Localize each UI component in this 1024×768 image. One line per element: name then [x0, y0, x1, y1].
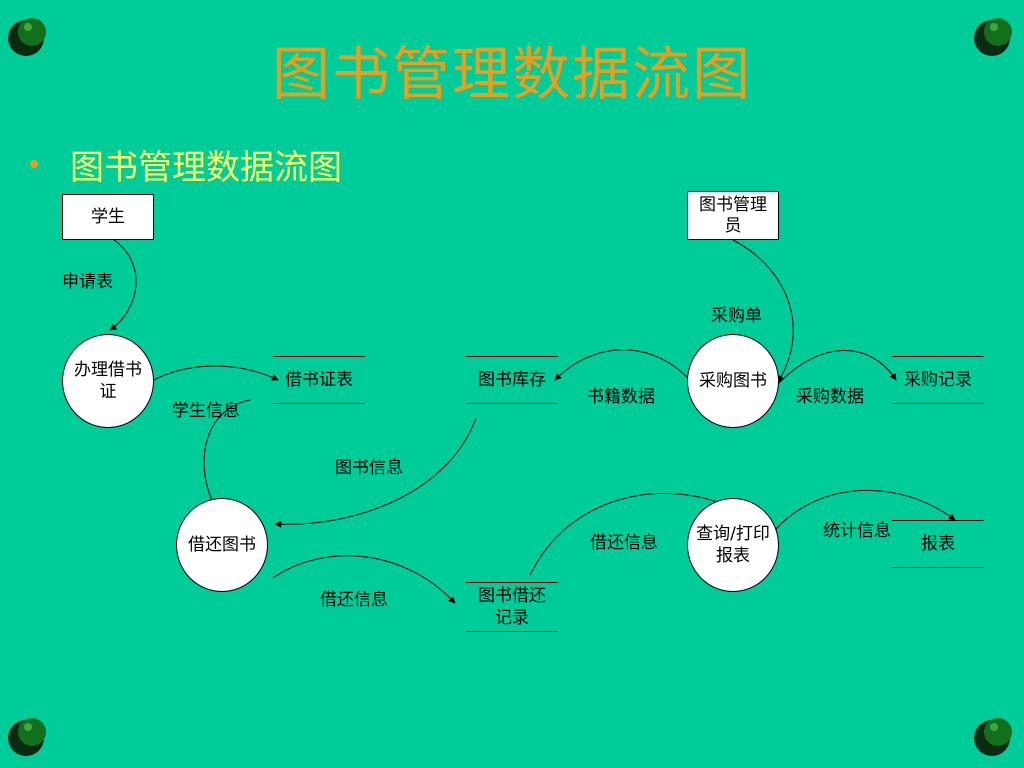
store-borrow-record: 图书借还记录 [466, 582, 558, 632]
flow-label-book-info: 图书信息 [335, 458, 403, 478]
store-purchase-record: 采购记录 [892, 356, 984, 404]
flow-label-purchase-data: 采购数据 [796, 387, 864, 407]
process-query-print: 查询/打印报表 [687, 498, 779, 592]
flow-label-borrow-info-bottom: 借还信息 [320, 590, 388, 610]
flow-issue-to-cardtable [149, 365, 279, 383]
slide-title: 图书管理数据流图 [271, 40, 752, 108]
flow-borrow-to-record [272, 555, 456, 604]
entity-librarian: 图书管理员 [687, 191, 779, 240]
process-borrow-return: 借还图书 [176, 498, 268, 592]
corner-ornament-bottom-left [8, 718, 46, 756]
flow-librarian-to-purchase [732, 239, 794, 383]
corner-ornament-bottom-right [974, 718, 1012, 756]
flow-query-to-report [774, 489, 956, 531]
bullet-text: 图书管理数据流图 [70, 148, 342, 188]
flow-inventory-to-borrow [274, 417, 477, 528]
flow-label-purchase-order: 采购单 [711, 306, 762, 326]
flow-student-to-issue [107, 235, 137, 331]
bullet-dot [30, 160, 38, 168]
store-inventory: 图书库存 [466, 356, 558, 404]
flow-record-to-query [529, 492, 729, 576]
flow-issue-to-borrow [203, 399, 251, 507]
process-purchase: 采购图书 [687, 334, 779, 428]
flow-label-student-info: 学生信息 [172, 401, 240, 421]
corner-ornament-top-right [974, 18, 1012, 56]
flow-purchase-to-record [777, 350, 897, 385]
flow-label-book-data: 书籍数据 [587, 387, 655, 407]
flow-label-application-form: 申请表 [62, 272, 113, 292]
flow-purchase-to-inventory [554, 349, 689, 381]
process-issue-card: 办理借书证 [62, 334, 154, 428]
store-card-table: 借书证表 [273, 356, 365, 404]
corner-ornament-top-left [8, 18, 46, 56]
flow-label-borrow-info-right: 借还信息 [590, 533, 658, 553]
store-report: 报表 [892, 520, 984, 568]
flow-label-statistics-info: 统计信息 [823, 521, 891, 541]
entity-student: 学生 [62, 194, 154, 240]
